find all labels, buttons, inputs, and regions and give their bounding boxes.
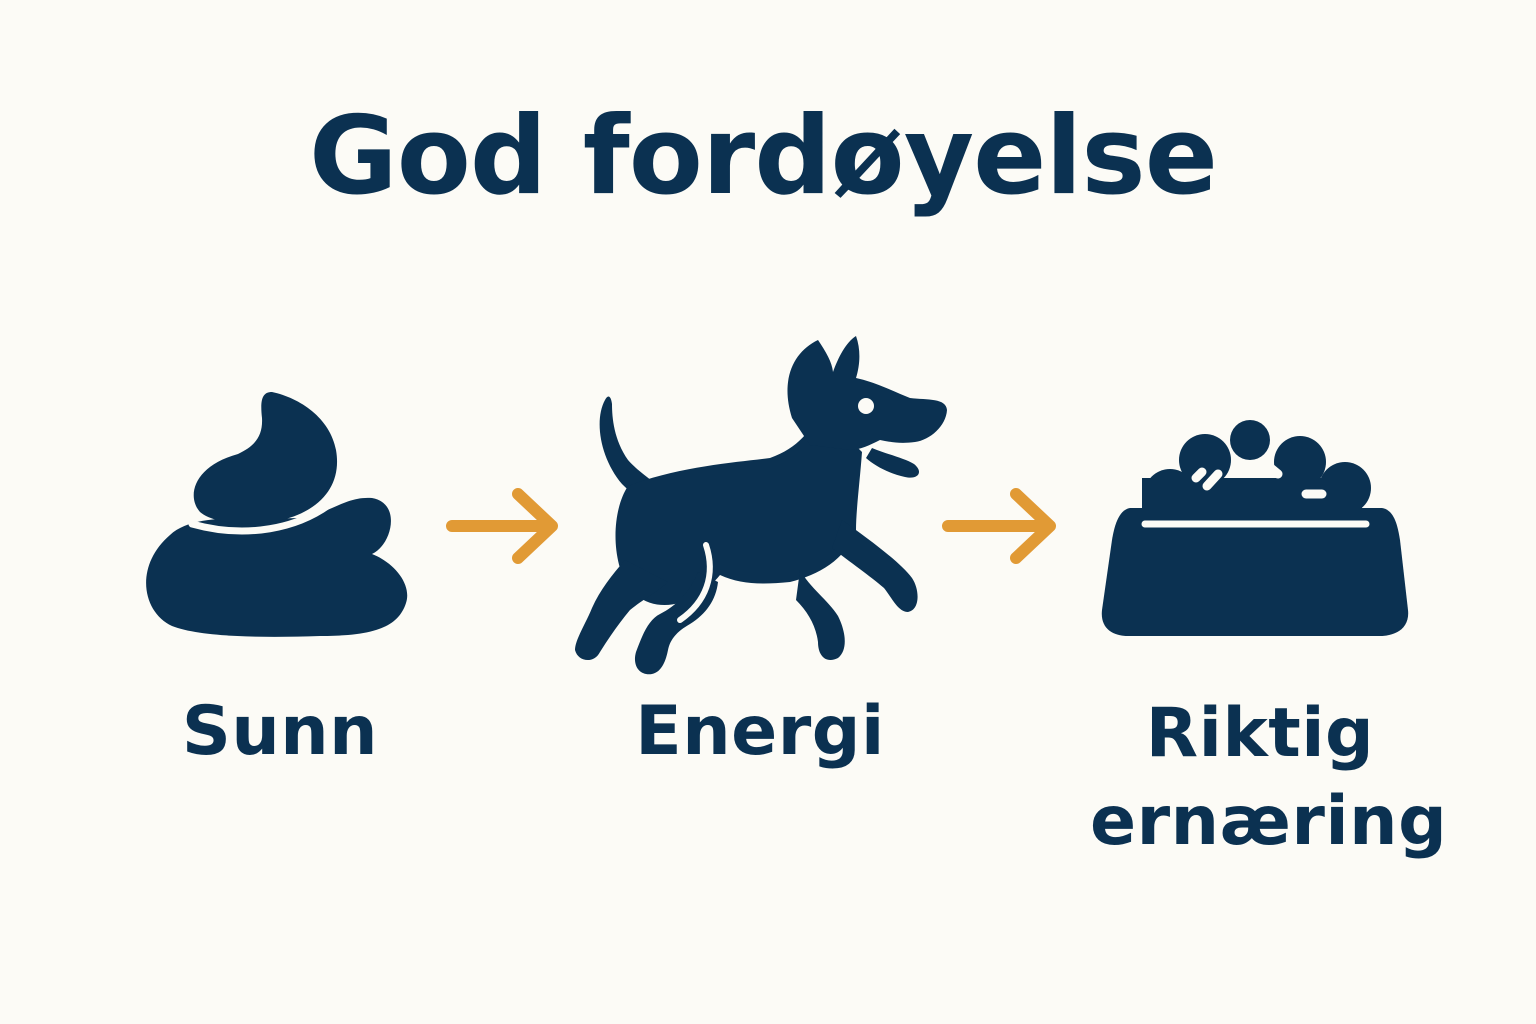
step-label-sunn: Sunn (181, 692, 379, 771)
page-title: God fordøyelse (309, 94, 1218, 219)
arrow-right-icon (446, 488, 558, 564)
step-label-ernaering: ernæring (1090, 782, 1448, 861)
arrow-right-icon (942, 488, 1056, 564)
step-label-energi: Energi (635, 692, 885, 771)
stool-icon (146, 392, 408, 637)
running-dog-icon (575, 336, 947, 675)
step-label-riktig: Riktig (1145, 694, 1375, 773)
food-bowl-icon (1101, 420, 1409, 636)
